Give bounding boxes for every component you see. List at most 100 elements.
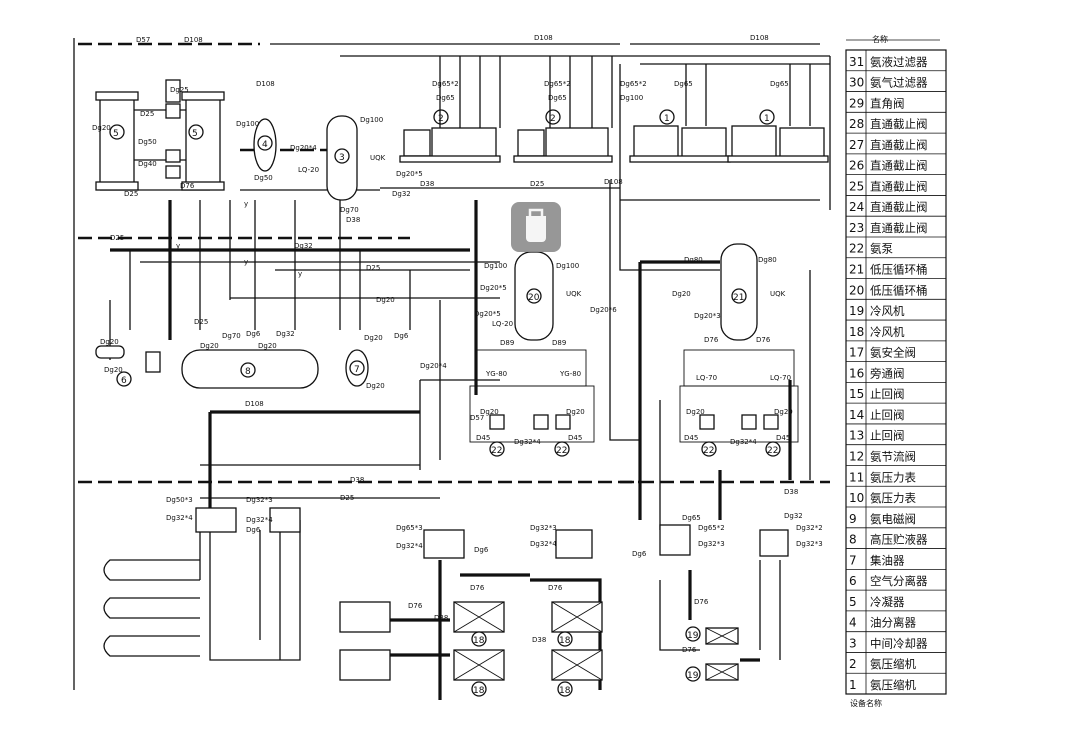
legend-item-number: 29 [849,96,864,110]
label-dg20-a: Dg20 [92,124,111,132]
legend-footer: 设备名称 [850,698,882,708]
legend-item-name: 旁通阀 [870,366,905,380]
label-dg32x4-f: Dg32*4 [530,540,557,548]
low-pressure-drums: 20 Dg100 Dg100 Dg20*5 Dg20*5 LQ-20 Dg20*… [474,243,791,382]
air-cooler-19-tag-a: 19 [687,631,699,641]
label-dg65x2-b: Dg65*2 [544,80,571,88]
misc-pipe-labels: D25 Dg32 D25 Dg20 D38 y y y y D57 D108 D… [110,36,623,304]
legend-item-number: 1 [849,678,857,692]
label-d25-a: D25 [140,110,154,118]
legend-item-name: 直角阀 [870,96,905,110]
legend-item-number: 13 [849,429,864,443]
legend-item-number: 23 [849,221,864,235]
air-cooler-18-tag-c: 18 [559,636,571,646]
label-dg6-a: Dg6 [246,330,261,338]
label-d45-c: D45 [684,434,698,442]
label-lq20-b: LQ-20 [492,320,513,328]
label-dg20x4-b: Dg20*4 [420,362,447,370]
legend-item-name: 直通截止阀 [870,179,928,193]
label-d76-b: D76 [704,336,719,344]
legend-item-name: 冷风机 [870,304,905,318]
label-dg32x4-c: Dg32*4 [166,514,193,522]
label-dg100-e: Dg100 [556,262,579,270]
legend-header: 名称 [872,34,888,44]
receiver-tag: 8 [245,367,251,377]
label-lq20: LQ-20 [298,166,319,174]
air-cooler-19-tag-b: 19 [687,671,699,681]
oil-collector-tag: 7 [354,365,360,375]
label-dg20-g: Dg20 [366,382,385,390]
valve-manifolds: Dg50*3 Dg32*4 Dg32*3 Dg32*4 Dg6 Dg65*3 D… [166,476,823,559]
condenser-tag-1: 5 [113,129,119,139]
legend-item-name: 氨压力表 [870,491,916,505]
label-dg70: Dg70 [340,206,359,214]
label-dg100-a: Dg100 [236,120,259,128]
lp-drum-20-tag: 20 [528,293,540,303]
pump-tag-a: 22 [491,446,502,456]
label-dg32x2: Dg32*2 [796,524,823,532]
label-dg32x3-d: Dg32*3 [796,540,823,548]
label-d76-d: D76 [408,602,423,610]
legend-item-name: 氨压缩机 [870,678,916,692]
label-dg20-b: Dg20 [100,338,119,346]
label-dg32-a: Dg32 [392,190,411,198]
label-dg70-b: Dg70 [222,332,241,340]
legend-item-name: 集油器 [870,553,905,567]
legend-item-name: 止回阀 [870,429,905,443]
legend-item-name: 空气分离器 [870,574,928,588]
legend-item-name: 冷风机 [870,325,905,339]
label-dg65x2-a: Dg65*2 [432,80,459,88]
label-dg100-d: Dg100 [484,262,507,270]
legend-item-name: 止回阀 [870,408,905,422]
label-lq70-b: LQ-70 [770,374,791,382]
legend-item-number: 8 [849,533,857,547]
legend-item-name: 止回阀 [870,387,905,401]
legend-item-name: 氨电磁阀 [870,512,916,526]
label-dg50x3: Dg50*3 [166,496,193,504]
legend-item-number: 25 [849,179,864,193]
legend-item-number: 22 [849,242,864,256]
label-dg20-l: Dg20 [774,408,793,416]
legend-item-number: 24 [849,200,864,214]
air-coolers: 18 18 18 18 D76 D38 D76 D38 D76 19 19 D7… [408,584,739,697]
pump-tag-b: 22 [556,446,567,456]
legend-item-number: 15 [849,387,864,401]
legend-item-number: 28 [849,117,864,131]
label-d108-c: D108 [245,400,264,408]
pumps: 22 22 Dg20 Dg20 D45 D45 Dg32*4 D57 22 22… [469,349,799,457]
legend-item-name: 低压循环桶 [870,283,928,297]
label-ugk-a: UQK [370,154,386,162]
label-dg20-e: Dg20 [258,342,277,350]
label-d108-b: D108 [750,34,769,42]
label-d76-f: D76 [548,584,563,592]
legend-item-name: 氨安全阀 [870,346,916,360]
label-dg32-b: Dg32 [276,330,295,338]
air-separator-tag: 6 [121,376,127,386]
compressor-1-tag-b: 1 [764,114,770,124]
label-dg50-b: Dg50 [254,174,273,182]
label-d76-h: D76 [682,646,697,654]
label-d108-f: D108 [604,178,623,186]
label-dg65x2-c: Dg65*2 [620,80,647,88]
label-dg20-h: Dg20 [672,290,691,298]
legend-item-name: 高压贮液器 [870,533,928,547]
label-dg6-e: Dg6 [632,550,647,558]
legend-item-name: 直通截止阀 [870,159,928,173]
label-d76-g: D76 [694,598,709,606]
legend-item-number: 11 [849,470,864,484]
scroll-top-icon[interactable] [511,202,561,252]
label-dg32x4-a: Dg32*4 [514,438,541,446]
label-d45-b: D45 [568,434,582,442]
label-dg80-a: Dg80 [684,256,703,264]
label-dg32-c: Dg32 [784,512,803,520]
legend-item-number: 6 [849,574,857,588]
pump-tag-c: 22 [703,446,714,456]
label-ugk-c: UQK [770,290,786,298]
legend-item-name: 中间冷却器 [870,636,928,650]
label-dg65x3: Dg65*3 [396,524,423,532]
legend-item-number: 3 [849,636,857,650]
legend-item-number: 21 [849,263,864,277]
compressor-1-tag-a: 1 [664,114,670,124]
intercooler-tag: 3 [339,153,345,163]
